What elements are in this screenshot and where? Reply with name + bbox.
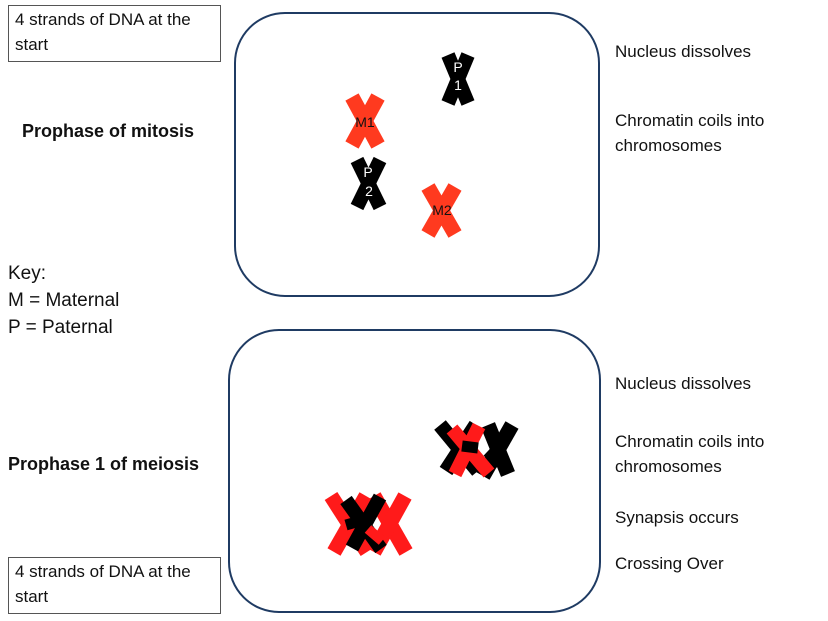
note-line-2: start [15, 587, 49, 606]
meiosis-title: Prophase 1 of meiosis [8, 454, 200, 474]
key-paternal: P = Paternal [8, 317, 113, 338]
mitosis-step-line-2: chromosomes [615, 136, 722, 155]
mitosis-step-nucleus-dissolves: Nucleus dissolves [615, 42, 752, 61]
meiosis-cell-outline [228, 329, 601, 613]
meiosis-step-crossing-over: Crossing Over [615, 554, 724, 573]
mitosis-title: Prophase of mitosis [22, 121, 195, 141]
meiosis-step-chromatin-coils: Chromatin coils into chromosomes [615, 429, 764, 479]
chromosome-m2-label: M2 [432, 202, 452, 218]
mitosis-step-line-1: Chromatin coils into [615, 111, 765, 130]
note-line-2: start [15, 35, 49, 54]
meiosis-step-line-1: Chromatin coils into [615, 432, 765, 451]
note-line-1: 4 strands of DNA at the [15, 562, 191, 581]
mitosis-cell-outline [234, 12, 600, 297]
meiosis-step-synapsis: Synapsis occurs [615, 508, 739, 527]
meiosis-step-line-2: chromosomes [615, 457, 722, 476]
chromosome-p1-label-bottom: 1 [454, 77, 462, 93]
chromosome-p1-label-top: P [453, 59, 462, 75]
key-legend: Key: M = Maternal P = Paternal [8, 260, 119, 341]
meiosis-step-nucleus-dissolves: Nucleus dissolves [615, 374, 752, 393]
key-maternal: M = Maternal [8, 290, 120, 311]
key-title: Key: [8, 263, 47, 284]
tetrad-upper [434, 420, 519, 480]
chromosome-m1-label: M1 [355, 114, 375, 130]
tetrad-lower [324, 491, 413, 557]
chromosome-p2: P 2 [350, 156, 387, 211]
chromosome-p1: P 1 [441, 52, 475, 106]
note-line-1: 4 strands of DNA at the [15, 10, 191, 29]
chromosome-p2-label-top: P [363, 164, 372, 180]
chromosome-m2: M2 [421, 183, 462, 238]
note-dna-strands-bottom: 4 strands of DNA at the start [8, 557, 221, 614]
chromosome-p2-label-bottom: 2 [365, 183, 373, 199]
note-dna-strands-top: 4 strands of DNA at the start [8, 5, 221, 62]
mitosis-step-chromatin-coils: Chromatin coils into chromosomes [615, 108, 764, 158]
chromosome-m1: M1 [345, 93, 385, 149]
